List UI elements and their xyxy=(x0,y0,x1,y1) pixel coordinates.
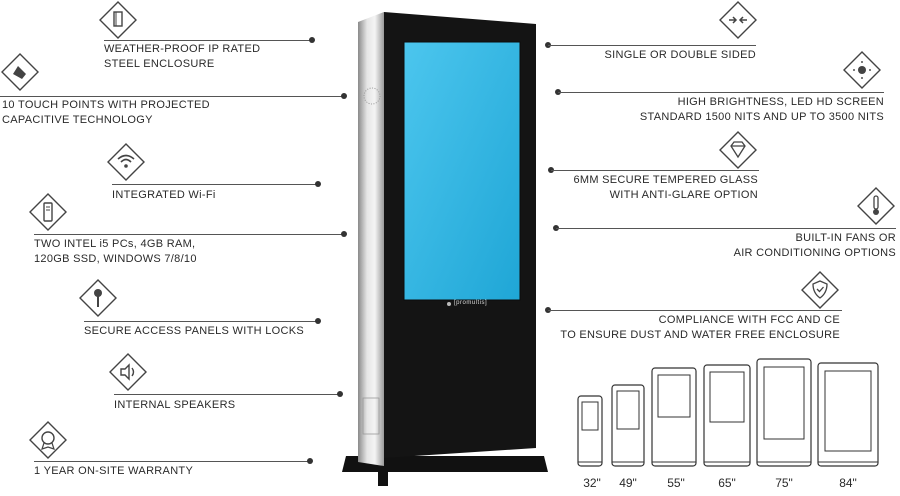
leader-dot xyxy=(341,93,347,99)
leader-line xyxy=(548,45,756,46)
shield-check-icon xyxy=(801,271,839,309)
badge-icon xyxy=(29,421,67,459)
touch-hand-icon xyxy=(1,53,39,91)
kiosk-base xyxy=(342,456,548,472)
size-label-49: 49" xyxy=(619,476,637,490)
feature-label-wifi: INTEGRATED Wi-Fi xyxy=(112,189,216,201)
feature-label-locks: SECURE ACCESS PANELS WITH LOCKS xyxy=(84,325,304,337)
brand-logo: [promultis] xyxy=(454,300,488,306)
leader-line xyxy=(0,96,344,97)
diamond-icon xyxy=(719,131,757,169)
speaker-icon xyxy=(109,353,147,391)
kiosk-screen xyxy=(403,41,521,301)
double-arrow-icon xyxy=(719,1,757,39)
leader-line xyxy=(548,310,842,311)
size-label-55: 55" xyxy=(667,476,685,490)
leader-dot xyxy=(341,231,347,237)
size-kiosk-75 xyxy=(756,358,812,467)
leader-line xyxy=(104,40,312,41)
size-kiosk-55 xyxy=(651,367,697,467)
leader-dot xyxy=(337,391,343,397)
pc-tower-icon xyxy=(29,193,67,231)
brightness-icon xyxy=(843,51,881,89)
leader-line xyxy=(558,92,884,93)
size-kiosk-32 xyxy=(577,395,603,467)
thermometer-icon xyxy=(857,187,895,225)
size-comparison xyxy=(577,358,879,467)
leader-line xyxy=(34,234,344,235)
speaker-grille xyxy=(363,87,381,105)
leader-dot xyxy=(315,181,321,187)
size-label-65: 65" xyxy=(718,476,736,490)
leader-line xyxy=(34,461,310,462)
side-access-panel xyxy=(362,397,380,435)
feature-label-speakers: INTERNAL SPEAKERS xyxy=(114,399,236,411)
feature-label-sided: SINGLE OR DOUBLE SIDED xyxy=(604,49,756,61)
kiosk-side-panel xyxy=(358,12,384,466)
wifi-icon xyxy=(107,143,145,181)
leader-line xyxy=(114,394,340,395)
size-label-75: 75" xyxy=(775,476,793,490)
leader-dot xyxy=(307,458,313,464)
size-kiosk-84 xyxy=(817,362,879,467)
leader-line xyxy=(84,321,318,322)
size-label-84: 84" xyxy=(839,476,857,490)
size-label-32: 32" xyxy=(583,476,601,490)
feature-label-warranty: 1 YEAR ON-SITE WARRANTY xyxy=(34,465,194,477)
leader-line xyxy=(551,170,759,171)
leader-line xyxy=(112,184,318,185)
key-icon xyxy=(79,279,117,317)
size-kiosk-65 xyxy=(703,364,751,467)
size-kiosk-49 xyxy=(611,384,645,467)
leader-dot xyxy=(315,318,321,324)
enclosure-icon xyxy=(99,1,137,39)
leader-line xyxy=(556,228,896,229)
leader-dot xyxy=(309,37,315,43)
feature-label-pc: TWO INTEL i5 PCs, 4GB RAM,120GB SSD, WIN… xyxy=(34,238,197,265)
